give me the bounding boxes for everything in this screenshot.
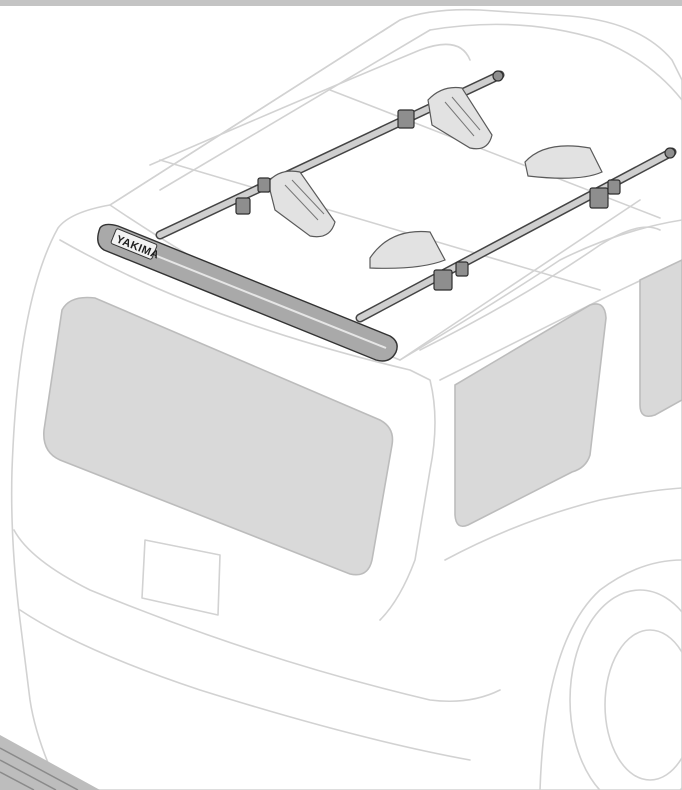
tower-clamps — [235, 109, 621, 291]
factory-crossbar-front — [159, 159, 601, 291]
saddle-ribs — [284, 96, 481, 221]
vehicle-body — [10, 8, 682, 790]
saddle-pad — [369, 230, 446, 269]
wheel-arch — [539, 559, 682, 790]
roof-rail-far — [429, 23, 682, 101]
vehicle-roof — [109, 19, 641, 361]
top-border-band — [0, 0, 682, 6]
factory-rail-right — [419, 226, 661, 351]
corner-band — [0, 735, 100, 790]
rear-tire — [569, 589, 682, 790]
tower-clamp — [235, 197, 251, 215]
tower-clamp — [455, 261, 469, 277]
saddle-front-near — [267, 170, 336, 238]
tower-clamp — [397, 109, 415, 129]
side-window-quarter — [639, 259, 682, 418]
tailgate-edge — [59, 239, 436, 621]
kayak-saddles-far — [369, 145, 603, 269]
tower-clamp — [607, 179, 621, 195]
corner-stripes — [0, 735, 100, 790]
fairing-highlight — [111, 237, 387, 349]
brand-plate — [110, 228, 158, 260]
wind-fairing: YAKIMA — [97, 223, 398, 362]
side-window-rear — [454, 303, 607, 528]
factory-rail-left — [149, 43, 471, 166]
rear-bumper — [13, 529, 501, 761]
tower-clamp — [589, 187, 609, 209]
crossbar-endcap — [492, 70, 504, 82]
tower-clamp — [257, 177, 271, 193]
crossbar-endcap — [664, 147, 676, 159]
tower-clamp — [433, 269, 453, 291]
roof-edge-right — [399, 219, 682, 361]
license-plate-recess — [141, 539, 221, 616]
rear-wheel-rim — [604, 629, 682, 781]
rear-window — [43, 296, 394, 576]
saddle-front-far — [427, 86, 493, 150]
saddle-pad — [524, 145, 603, 179]
accessory-crossbar-rear — [355, 147, 677, 323]
